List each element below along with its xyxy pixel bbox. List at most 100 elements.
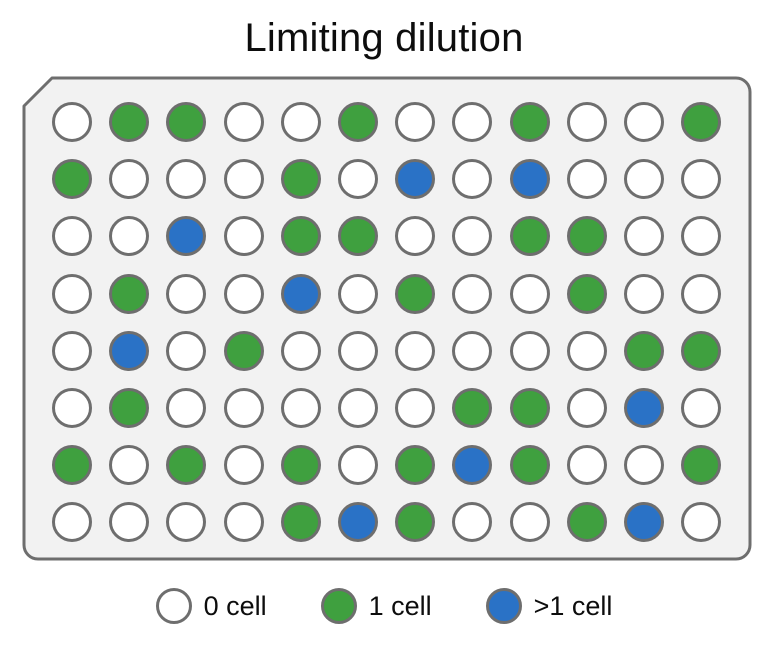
well-B4[interactable] xyxy=(223,159,264,200)
well-E9[interactable] xyxy=(509,330,550,371)
well-A9[interactable] xyxy=(509,102,550,142)
well-G4[interactable] xyxy=(223,445,264,486)
well-B1[interactable] xyxy=(52,159,92,200)
well-C7[interactable] xyxy=(395,216,436,257)
well-B7[interactable] xyxy=(395,159,436,200)
well-D11[interactable] xyxy=(624,273,664,314)
well-A8[interactable] xyxy=(452,102,493,142)
well-A4[interactable] xyxy=(223,102,264,142)
well-H2[interactable] xyxy=(109,502,150,543)
well-D5[interactable] xyxy=(280,273,321,314)
plate-row xyxy=(20,502,752,546)
well-H7[interactable] xyxy=(395,502,436,543)
well-B2[interactable] xyxy=(109,159,150,200)
well-D9[interactable] xyxy=(509,273,550,314)
well-F3[interactable] xyxy=(166,388,207,428)
well-F10[interactable] xyxy=(566,388,607,428)
well-G5[interactable] xyxy=(280,445,321,486)
well-G10[interactable] xyxy=(566,445,607,486)
well-G7[interactable] xyxy=(395,445,436,486)
well-G9[interactable] xyxy=(509,445,550,486)
well-F8[interactable] xyxy=(452,388,493,428)
well-D8[interactable] xyxy=(452,273,493,314)
well-A7[interactable] xyxy=(395,102,436,142)
well-B8[interactable] xyxy=(452,159,493,200)
well-A1[interactable] xyxy=(52,102,92,142)
well-F11[interactable] xyxy=(624,388,664,428)
well-D4[interactable] xyxy=(223,273,264,314)
well-B5[interactable] xyxy=(280,159,321,200)
well-H3[interactable] xyxy=(166,502,207,543)
well-H9[interactable] xyxy=(509,502,550,543)
well-C1[interactable] xyxy=(52,216,92,257)
well-A10[interactable] xyxy=(566,102,607,142)
well-D6[interactable] xyxy=(338,273,378,314)
well-A6[interactable] xyxy=(338,102,378,142)
well-G8[interactable] xyxy=(452,445,493,486)
well-B10[interactable] xyxy=(566,159,607,200)
well-A3[interactable] xyxy=(166,102,207,142)
well-G1[interactable] xyxy=(52,445,92,486)
well-D2[interactable] xyxy=(109,273,150,314)
well-D12[interactable] xyxy=(681,273,722,314)
well-C5[interactable] xyxy=(280,216,321,257)
well-E6[interactable] xyxy=(338,330,378,371)
well-B12[interactable] xyxy=(681,159,722,200)
well-E12[interactable] xyxy=(681,330,722,371)
well-H6[interactable] xyxy=(338,502,378,543)
legend-item-blue[interactable]: >1 cell xyxy=(485,588,612,624)
well-F9[interactable] xyxy=(509,388,550,428)
well-E11[interactable] xyxy=(624,330,664,371)
well-G6[interactable] xyxy=(338,445,378,486)
well-H5[interactable] xyxy=(280,502,321,543)
well-D10[interactable] xyxy=(566,273,607,314)
well-B11[interactable] xyxy=(624,159,664,200)
well-C4[interactable] xyxy=(223,216,264,257)
well-A2[interactable] xyxy=(109,102,150,142)
well-F1[interactable] xyxy=(52,388,92,428)
well-C9[interactable] xyxy=(509,216,550,257)
well-E4[interactable] xyxy=(223,330,264,371)
well-F6[interactable] xyxy=(338,388,378,428)
well-E2[interactable] xyxy=(109,330,150,371)
well-E1[interactable] xyxy=(52,330,92,371)
well-E7[interactable] xyxy=(395,330,436,371)
well-H11[interactable] xyxy=(624,502,664,543)
well-D1[interactable] xyxy=(52,273,92,314)
well-A5[interactable] xyxy=(280,102,321,142)
well-A11[interactable] xyxy=(624,102,664,142)
well-G11[interactable] xyxy=(624,445,664,486)
well-B6[interactable] xyxy=(338,159,378,200)
well-C10[interactable] xyxy=(566,216,607,257)
well-C8[interactable] xyxy=(452,216,493,257)
well-C11[interactable] xyxy=(624,216,664,257)
legend-item-green[interactable]: 1 cell xyxy=(320,588,432,624)
well-G3[interactable] xyxy=(166,445,207,486)
well-F5[interactable] xyxy=(280,388,321,428)
well-D7[interactable] xyxy=(395,273,436,314)
well-H12[interactable] xyxy=(681,502,722,543)
well-H1[interactable] xyxy=(52,502,92,543)
well-G2[interactable] xyxy=(109,445,150,486)
well-C6[interactable] xyxy=(338,216,378,257)
well-F2[interactable] xyxy=(109,388,150,428)
well-E5[interactable] xyxy=(280,330,321,371)
well-C3[interactable] xyxy=(166,216,207,257)
well-F4[interactable] xyxy=(223,388,264,428)
well-E10[interactable] xyxy=(566,330,607,371)
well-B9[interactable] xyxy=(509,159,550,200)
legend-item-white[interactable]: 0 cell xyxy=(155,588,267,624)
well-H8[interactable] xyxy=(452,502,493,543)
well-G12[interactable] xyxy=(681,445,722,486)
well-F12[interactable] xyxy=(681,388,722,428)
well-A12[interactable] xyxy=(681,102,722,142)
well-F7[interactable] xyxy=(395,388,436,428)
well-C2[interactable] xyxy=(109,216,150,257)
well-C12[interactable] xyxy=(681,216,722,257)
well-H10[interactable] xyxy=(566,502,607,543)
well-D3[interactable] xyxy=(166,273,207,314)
well-B3[interactable] xyxy=(166,159,207,200)
well-E3[interactable] xyxy=(166,330,207,371)
well-E8[interactable] xyxy=(452,330,493,371)
well-H4[interactable] xyxy=(223,502,264,543)
